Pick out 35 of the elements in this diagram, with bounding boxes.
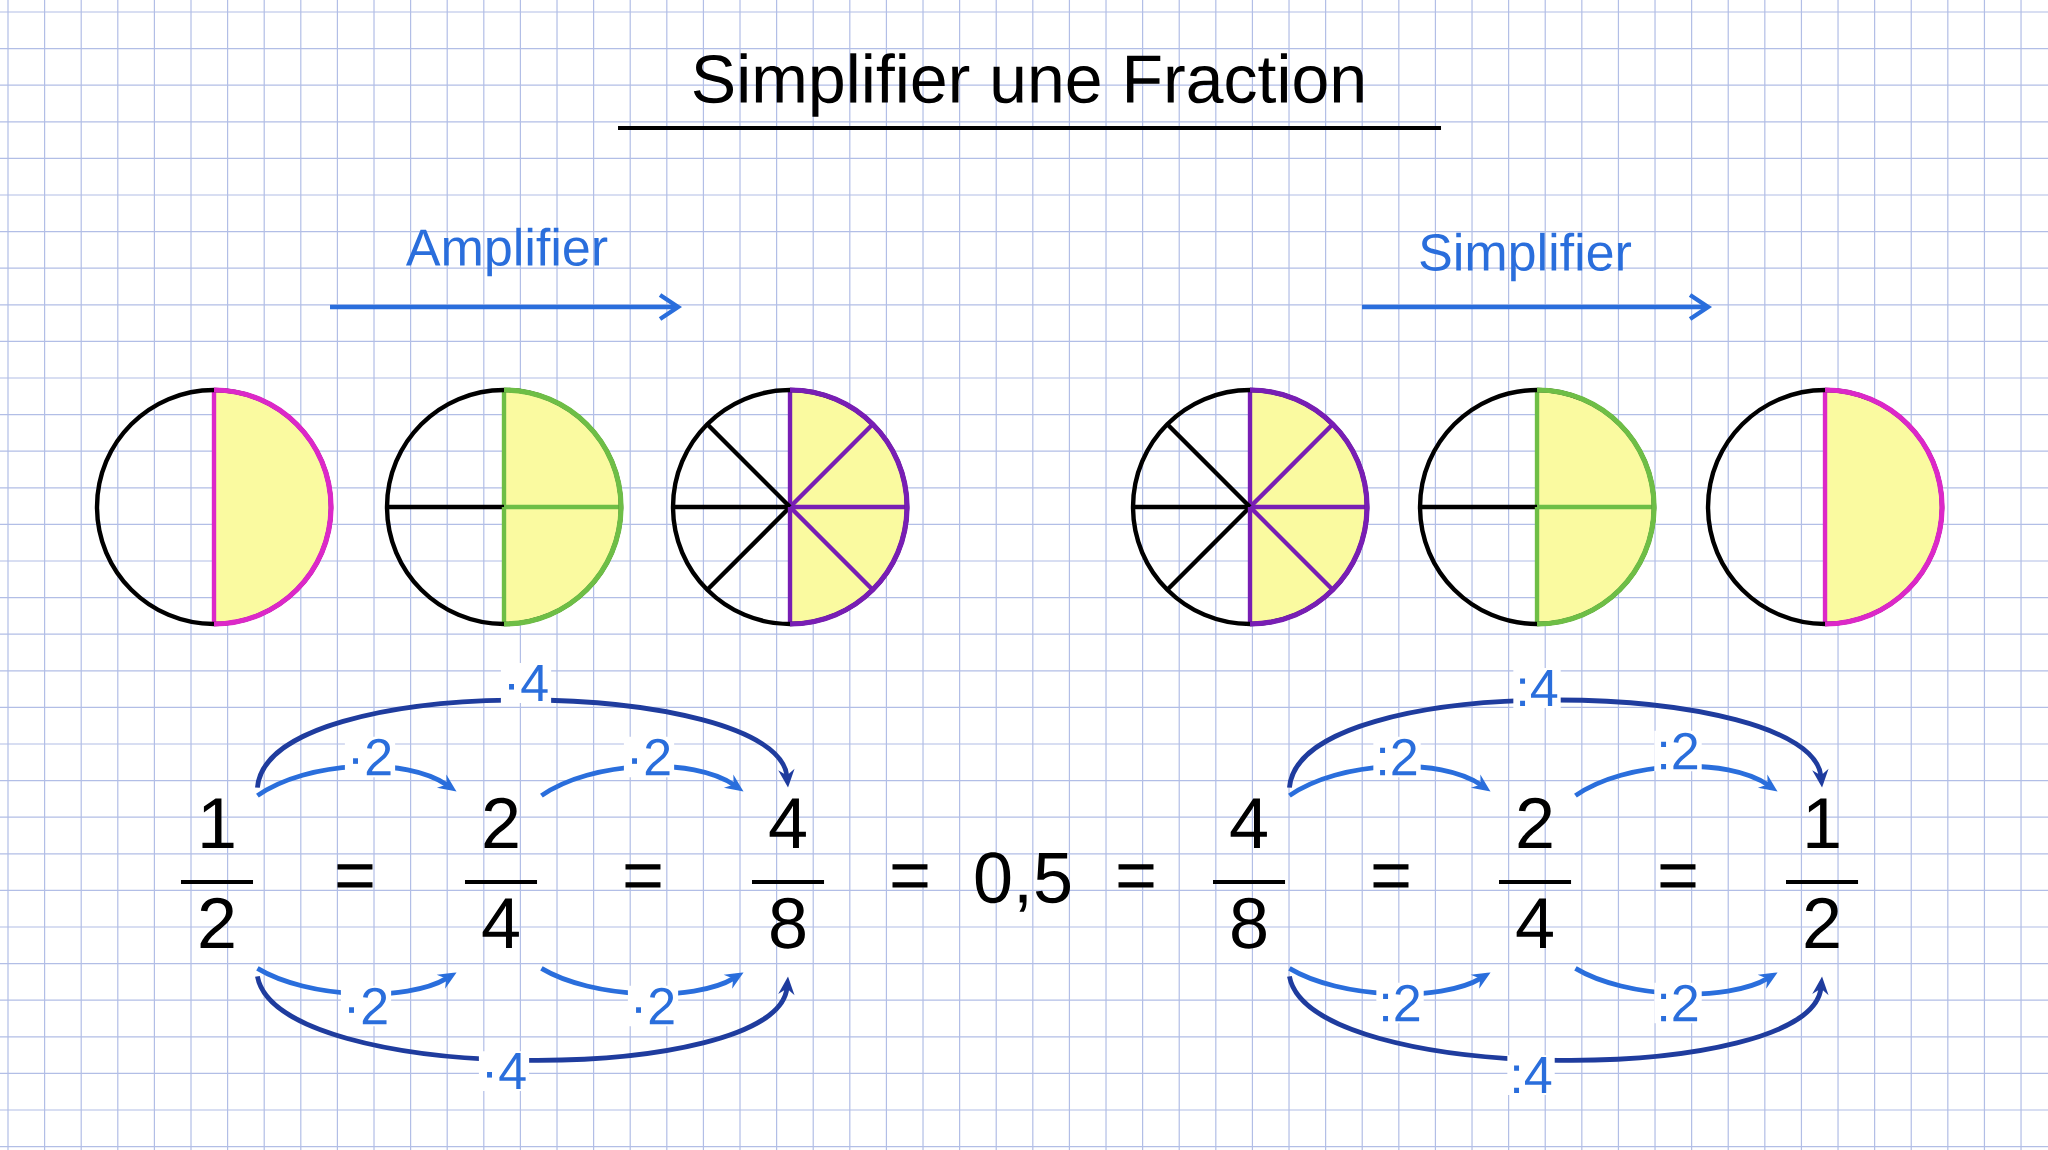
pie-circle-drawing	[1130, 387, 1370, 627]
pie-circle-drawing	[1417, 387, 1657, 627]
title: Simplifier une Fraction	[618, 53, 1441, 130]
decimal-number: 0,5	[975, 852, 1071, 912]
equals-sign: =	[337, 864, 373, 888]
fraction: 2 4	[1499, 797, 1572, 948]
equals-sign: =	[1660, 864, 1696, 888]
equals-sign: =	[892, 864, 928, 888]
equals-sign: =	[625, 864, 661, 888]
curved-arrow	[1287, 697, 1829, 789]
curved-arrow	[255, 697, 795, 789]
section-heading: Amplifier	[405, 227, 608, 277]
fraction: 4 8	[752, 798, 825, 949]
edge-label: :2	[1654, 982, 1702, 1024]
edge-label: ·2	[627, 985, 679, 1027]
equals-sign: =	[1373, 864, 1409, 888]
edge-label: ·2	[623, 736, 675, 778]
pie-circle-drawing	[670, 387, 910, 627]
edge-label: :2	[1654, 730, 1702, 772]
edge-label: ·4	[500, 663, 552, 703]
fraction: 4 8	[1213, 798, 1286, 949]
edge-label: :4	[1507, 1055, 1555, 1095]
section-heading: Simplifier	[1420, 232, 1632, 282]
pie-circle-drawing	[384, 387, 624, 627]
pie-circle-drawing	[94, 387, 334, 627]
fraction: 1 2	[181, 798, 254, 948]
edge-label: ·2	[340, 985, 392, 1027]
edge-label: :2	[1376, 982, 1424, 1024]
edge-label: :4	[1513, 668, 1561, 708]
fraction: 2 4	[465, 797, 538, 948]
edge-label: :2	[1373, 736, 1421, 778]
edge-label: ·4	[478, 1051, 530, 1091]
edge-label: ·2	[344, 736, 396, 778]
pie-circle-drawing	[1705, 387, 1945, 627]
fraction: 1 2	[1786, 798, 1859, 948]
